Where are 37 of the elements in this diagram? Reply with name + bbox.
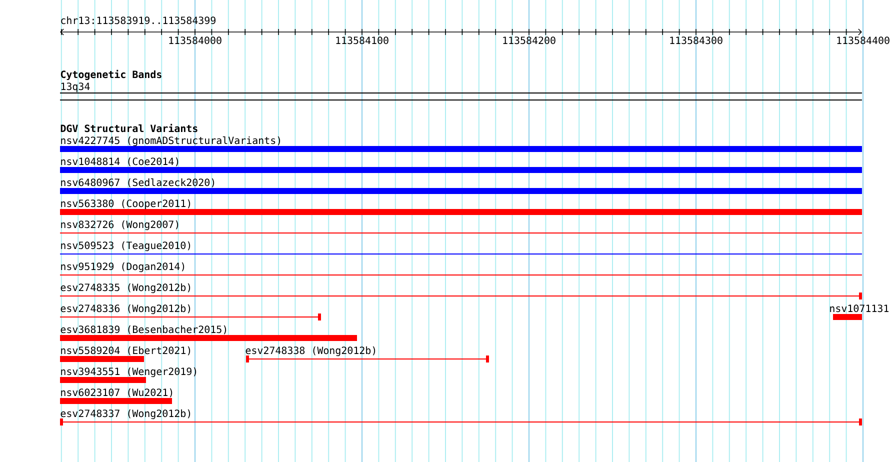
node-label: nsv563380 (Cooper2011) [61, 199, 190, 210]
node-label: nsv1071131 [830, 304, 889, 312]
tick-label: 113584000 [169, 36, 222, 44]
variant-feature: nsv832726 (Wong2007) [60, 220, 862, 234]
variant-feature: nsv951929 (Dogan2014) [60, 262, 862, 276]
variant-feature: esv3681839 (Besenbacher2015) [60, 325, 357, 341]
variant-feature: esv2748338 (Wong2012b) [246, 346, 490, 362]
node-label: esv2748335 (Wong2012b) [60, 283, 190, 294]
variant-feature: nsv5589204 (Ebert2021) [60, 346, 190, 362]
tick-label: 113584100 [336, 36, 388, 44]
variant-feature: nsv563380 (Cooper2011) [60, 199, 862, 215]
tick-label: 113584400 [837, 36, 890, 44]
variant-feature: nsv1048814 (Coe2014) [60, 157, 862, 173]
variant-feature: nsv509523 (Teague2010) [60, 241, 862, 254]
node-label: nsv1048814 (Coe2014) [61, 157, 178, 166]
variant-feature: nsv6023107 (Wu2021) [60, 388, 172, 404]
variant-feature: nsv4227745 (gnomADStructuralVariants) [60, 136, 862, 152]
variant-feature: nsv3943551 (Wenger2019) [60, 367, 196, 383]
node-label: esv3681839 (Besenbacher2015) [60, 325, 226, 334]
tick-label: 113584200 [503, 36, 556, 44]
node-label: nsv4227745 (gnomADStructuralVariants) [61, 136, 280, 146]
variant-feature: nsv6480967 (Sedlazeck2020) [60, 178, 862, 194]
node-label: nsv3943551 (Wenger2019) [61, 367, 196, 378]
track-heading: DGV Structural Variants [60, 124, 198, 132]
location-text: chr13:113583919..113584399 [61, 16, 216, 24]
node-label: esv2748337 (Wong2012b) [60, 409, 190, 420]
variant-feature: esv2748337 (Wong2012b) [60, 409, 862, 426]
variant-feature: nsv1071131 [830, 304, 888, 320]
node-label: esv2748338 (Wong2012b) [246, 346, 376, 356]
node-label: nsv6480967 (Sedlazeck2020) [61, 178, 214, 188]
variant-feature: esv2748336 (Wong2012b) [60, 304, 322, 320]
node-label: nsv6023107 (Wu2021) [61, 388, 172, 398]
node-label: esv2748336 (Wong2012b) [60, 304, 190, 314]
cytoband-feature: 13q34 [60, 82, 862, 100]
tick-label: 113584300 [670, 36, 722, 44]
node-label: nsv5589204 (Ebert2021) [61, 346, 190, 356]
variant-feature: esv2748335 (Wong2012b) [60, 283, 862, 300]
